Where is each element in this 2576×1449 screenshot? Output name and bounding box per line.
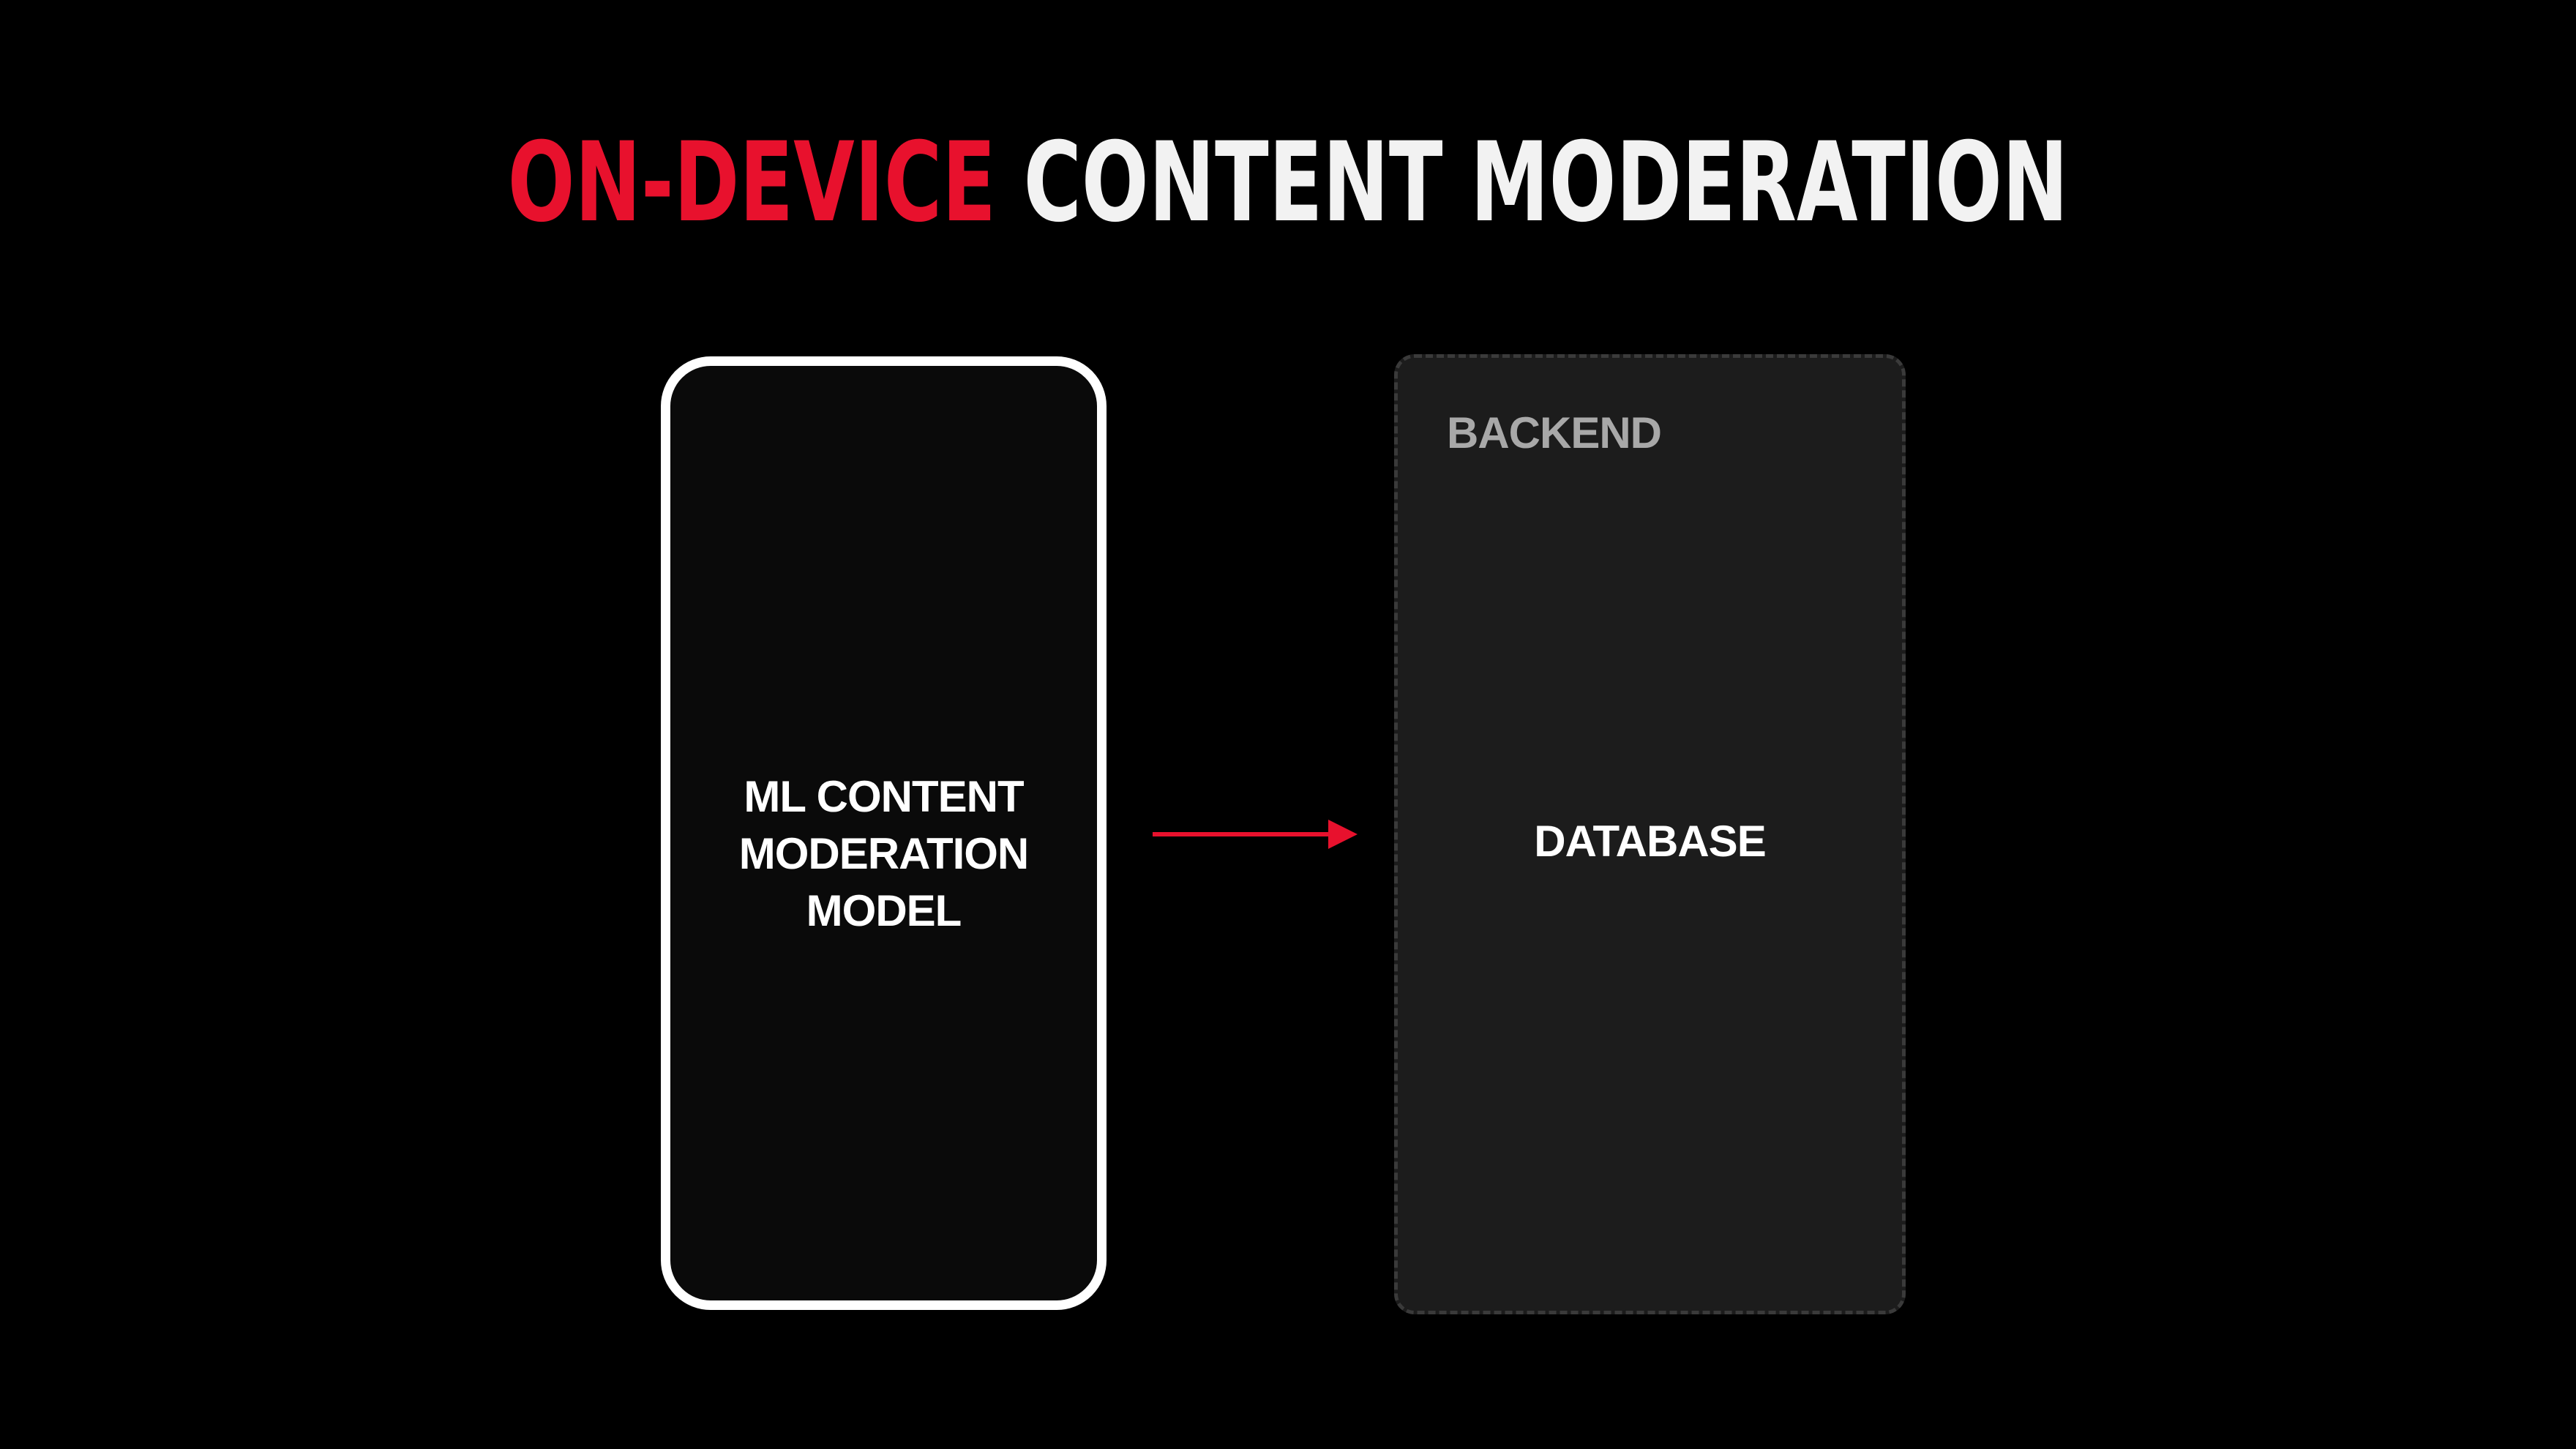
arrow-right-icon	[1153, 820, 1358, 849]
ml-model-label-line-1: ML CONTENT	[744, 772, 1024, 821]
backend-label: BACKEND	[1447, 408, 1662, 457]
database-label: DATABASE	[1534, 817, 1766, 866]
title-main: CONTENT MODERATION	[1023, 119, 2069, 247]
backend-panel: BACKEND DATABASE	[1394, 354, 1906, 1314]
ml-model-label: ML CONTENT MODERATION MODEL	[670, 768, 1097, 940]
ml-model-label-line-3: MODEL	[806, 886, 962, 935]
ml-model-label-line-2: MODERATION	[738, 829, 1030, 878]
device-phone-frame: ML CONTENT MODERATION MODEL	[661, 356, 1107, 1310]
page-title: ON-DEVICE CONTENT MODERATION	[361, 110, 2215, 256]
title-accent: ON-DEVICE	[507, 119, 996, 247]
